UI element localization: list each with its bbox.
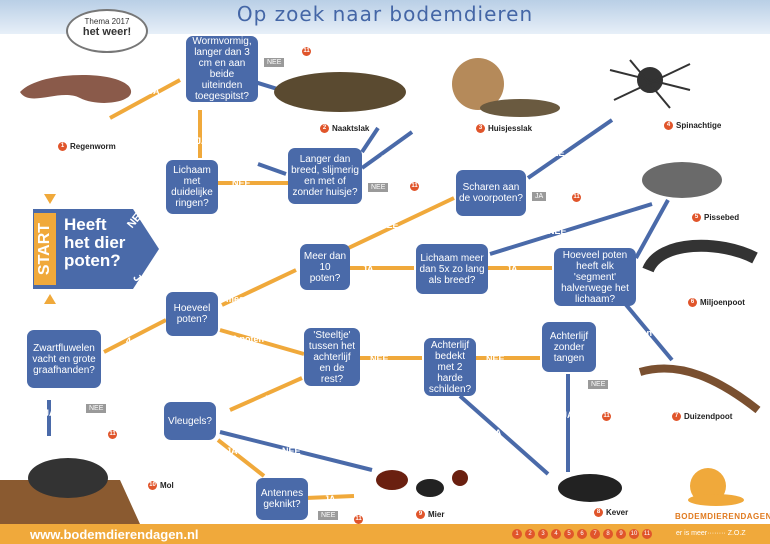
box-lichaam-5x: Lichaam meer dan 5x zo lang als breed?	[416, 244, 488, 294]
box-achterlijf-tangen: Achterlijf zonder tangen	[542, 322, 596, 372]
box-achterlijf-schilden: Achterlijf bedekt met 2 harde schilden?	[424, 338, 476, 396]
box-lichaam-ringen: Lichaam met duidelijke ringen?	[166, 160, 218, 214]
snail-logo-shape	[688, 468, 744, 506]
animal-name-2: Naaktslak	[332, 124, 369, 133]
start-label: START	[34, 213, 56, 285]
box-wormvormig: Wormvormig, langer dan 3 cm en aan beide…	[186, 36, 258, 102]
animal-num-1: 1	[58, 142, 67, 151]
kever-shape	[558, 474, 622, 502]
start-question: Heeft het dier poten?	[64, 216, 134, 270]
huisjesslak-shape	[452, 58, 560, 117]
label-ja-slak: JA	[380, 154, 392, 165]
animal-name-3: Huisjesslak	[488, 124, 532, 133]
animal-num-7: 7	[672, 412, 681, 421]
animal-name-4: Spinachtige	[676, 121, 721, 130]
tag-nee-antennes: NEE	[318, 511, 338, 520]
tag-ja-scharen: JA	[532, 192, 546, 201]
tag-nee-worm: NEE	[264, 58, 284, 67]
label-4-poten-segment: 4 poten	[644, 278, 676, 289]
label-ja-antennes: JA	[324, 494, 336, 505]
label-ja-mol: JA	[44, 408, 56, 419]
label-ja-worm: JA	[148, 86, 160, 97]
animal-name-8: Kever	[606, 508, 628, 517]
num-11-mol: 11	[108, 430, 117, 439]
pager-dot: 2	[525, 529, 535, 539]
num-11-scharen: 11	[572, 193, 581, 202]
pager-dot: 8	[603, 529, 613, 539]
duizendpoot-shape	[640, 368, 758, 410]
label-nee-scharen: NEE	[546, 148, 565, 159]
tag-nee-mol: NEE	[86, 404, 106, 413]
footer-more: er is meer········ Z.O.Z	[676, 530, 746, 537]
pager-dot: 3	[538, 529, 548, 539]
naaktslak-shape	[274, 72, 406, 112]
animal-name-7: Duizendpoot	[684, 412, 732, 421]
box-scharen: Scharen aan de voorpoten?	[456, 170, 526, 216]
pager-dot: 10	[629, 529, 639, 539]
box-langer-breed: Langer dan breed, slijmerig en met of zo…	[288, 148, 362, 204]
num-11-tangen: 11	[602, 412, 611, 421]
animal-num-4: 4	[664, 121, 673, 130]
pager-dot: 6	[577, 529, 587, 539]
regenworm-shape	[20, 75, 131, 103]
label-nee-vleugels: NEE	[282, 446, 301, 457]
spinachtige-shape	[610, 60, 690, 108]
animal-num-3: 3	[476, 124, 485, 133]
animal-name-6: Miljoenpoot	[700, 298, 745, 307]
box-vleugels: Vleugels?	[164, 402, 216, 440]
animal-name-5: Pissebed	[704, 213, 739, 222]
animal-num-9: 9	[416, 510, 425, 519]
label-6-poten: 6 poten	[232, 334, 264, 345]
box-antennes: Antennes geknikt?	[256, 478, 308, 520]
pager-dot: 7	[590, 529, 600, 539]
animal-name-10: Mol	[160, 481, 174, 490]
label-ja-5x: JA	[506, 264, 518, 275]
pager-dot: 5	[564, 529, 574, 539]
label-ja-schilden: JA	[490, 428, 502, 439]
label-nee-steeltje: NEE	[370, 354, 389, 365]
pager-dot: 9	[616, 529, 626, 539]
footer-bar: www.bodemdierendagen.nl 1 2 3 4 5 6 7 8 …	[0, 524, 770, 544]
tag-nee-tangen: NEE	[588, 380, 608, 389]
label-nee-5x: NEE	[380, 220, 399, 231]
label-nee-pissebed: NEE	[548, 226, 567, 237]
animal-name-1: Regenworm	[70, 142, 116, 151]
footer-url[interactable]: www.bodemdierendagen.nl	[30, 527, 199, 542]
pager-dot: 1	[512, 529, 522, 539]
label-4-poten: 4 poten	[126, 336, 158, 347]
label-ja-tangen: JA	[562, 410, 574, 421]
box-hoeveel-poten: Hoeveel poten?	[166, 292, 218, 336]
animal-num-10: 10	[148, 481, 157, 490]
mol-shape	[0, 458, 140, 524]
label-2-poten: 2 poten	[620, 328, 652, 339]
label-ja-vleugels: JA	[226, 446, 238, 457]
box-zwartfluwelen: Zwartfluwelen vacht en grote graafhanden…	[27, 330, 101, 388]
miljoenpoot-shape	[648, 246, 755, 270]
label-nee-ringen: NEE	[232, 178, 251, 189]
animal-num-8: 8	[594, 508, 603, 517]
label-nee-schilden: NEE	[486, 354, 505, 365]
mier-shape	[376, 470, 468, 497]
footer-pager: 1 2 3 4 5 6 7 8 9 10 11	[512, 529, 652, 539]
label-ja-ringen: JA	[196, 136, 208, 147]
box-meer-dan-10: Meer dan 10 poten?	[300, 244, 350, 290]
num-11-antennes: 11	[354, 515, 363, 524]
animal-name-9: Mier	[428, 510, 444, 519]
num-11-worm: 11	[302, 47, 311, 56]
tag-nee-slak: NEE	[368, 183, 388, 192]
label-ja-steeltje: JA	[264, 394, 276, 405]
pissebed-shape	[642, 162, 722, 198]
animal-num-6: 6	[688, 298, 697, 307]
box-hoeveel-poten-segment: Hoeveel poten heeft elk 'segment' halver…	[554, 248, 636, 306]
pager-dot: 11	[642, 529, 652, 539]
label-ja-10: JA	[362, 264, 374, 275]
animal-num-5: 5	[692, 213, 701, 222]
box-steeltje: 'Steeltje' tussen het achterlijf en de r…	[304, 328, 360, 386]
num-11-slak: 11	[410, 182, 419, 191]
animal-num-2: 2	[320, 124, 329, 133]
pager-dot: 4	[551, 529, 561, 539]
brand-text: BODEMDIERENDAGEN	[675, 512, 770, 521]
label-meer-dan-6: meer dan 6	[226, 294, 274, 305]
